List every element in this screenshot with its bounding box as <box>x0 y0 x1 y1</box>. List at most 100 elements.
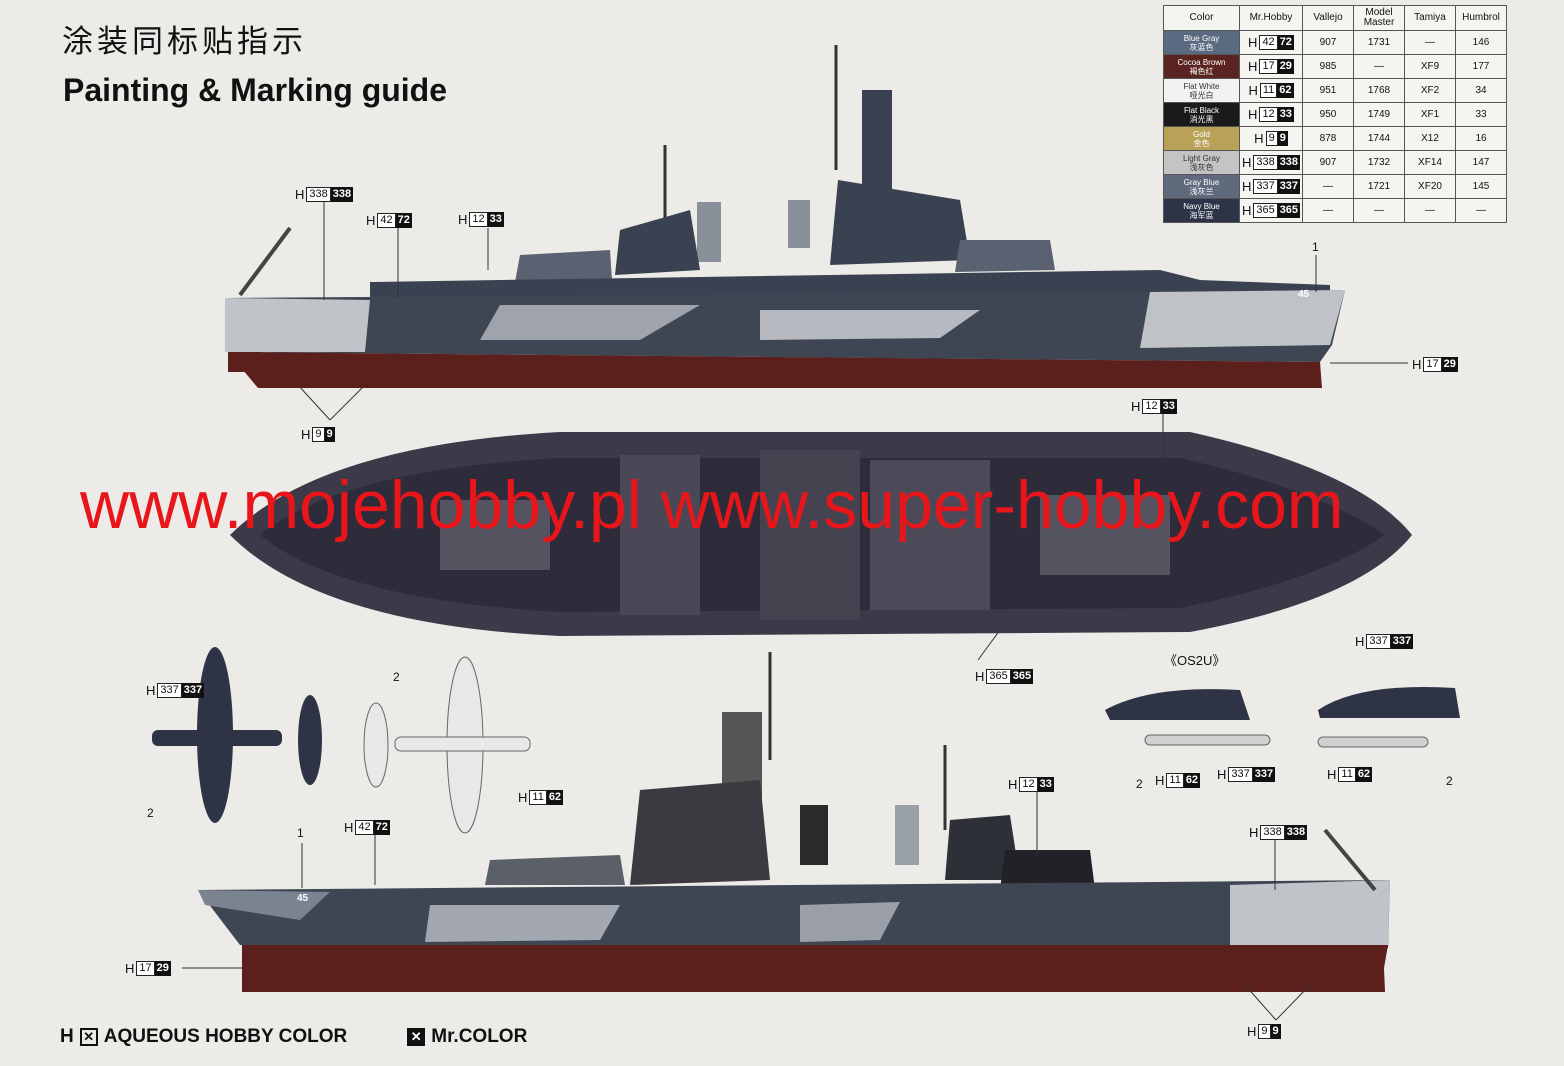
color-name-cn: 浅灰色 <box>1189 162 1214 172</box>
h-prefix: H <box>1248 35 1258 50</box>
h-prefix: H <box>1249 824 1259 840</box>
color-name: Gold <box>1193 129 1210 139</box>
aqueous-code: 12 <box>1259 107 1278 122</box>
h-prefix: H <box>1247 1023 1257 1039</box>
mr-color-code: 72 <box>395 212 412 228</box>
color-name-cn: 消光黑 <box>1189 114 1214 124</box>
h-prefix: H <box>458 211 468 227</box>
aqueous-code: 337 <box>1253 179 1278 194</box>
aqueous-code: 17 <box>1423 356 1442 372</box>
color-name-cn: 浅灰兰 <box>1189 186 1214 196</box>
header-vallejo: Vallejo <box>1302 5 1354 31</box>
mr-color-code: 337 <box>181 682 205 698</box>
header-mr-hobby: Mr.Hobby <box>1239 5 1303 31</box>
header-model-master: Model Master <box>1353 5 1405 31</box>
aircraft-top-view-light <box>363 656 531 834</box>
aqueous-code: 9 <box>1265 131 1278 146</box>
table-header-row: Color Mr.Hobby Vallejo Model Master Tami… <box>1163 5 1507 31</box>
aqueous-code: 11 <box>1338 766 1356 782</box>
color-name-cn: 金色 <box>1193 138 1210 148</box>
h-prefix: H <box>301 426 311 442</box>
decal-number: 2 <box>393 670 400 684</box>
color-name-cn: 哑光白 <box>1189 90 1214 100</box>
aqueous-code: 17 <box>1259 59 1278 74</box>
humbrol-value: 34 <box>1455 78 1507 103</box>
watermark: www.mojehobby.pl www.super-hobby.com <box>80 467 1344 543</box>
aircraft-seaplane-left <box>1105 689 1271 746</box>
humbrol-value: — <box>1455 198 1507 223</box>
h-prefix: H <box>1355 633 1365 649</box>
aqueous-code: 338 <box>1253 155 1278 170</box>
vallejo-value: 907 <box>1302 30 1354 55</box>
aqueous-code: 11 <box>1259 83 1278 98</box>
humbrol-value: 146 <box>1455 30 1507 55</box>
mr-color-code: 338 <box>1277 155 1301 170</box>
aqueous-code: 338 <box>306 186 331 202</box>
mr-color-code: 62 <box>1355 766 1373 782</box>
aqueous-code: 365 <box>1253 203 1278 218</box>
color-name: Navy Blue <box>1183 201 1220 211</box>
aircraft-label: 《OS2U》 <box>1164 653 1226 668</box>
legend: H✕ AQUEOUS HOBBY COLOR ✕ Mr.COLOR <box>60 1026 527 1048</box>
h-prefix: H <box>1217 766 1227 782</box>
aqueous-code: 42 <box>355 819 374 835</box>
legend-aqueous: AQUEOUS HOBBY COLOR <box>103 1026 348 1047</box>
mr-color-code: 33 <box>1277 107 1294 122</box>
aqueous-code: 337 <box>1228 766 1253 782</box>
mr-color-code: 62 <box>1277 83 1294 98</box>
model-master-value: 1732 <box>1353 150 1405 175</box>
h-prefix: H <box>1008 776 1018 792</box>
decal-number: 1 <box>297 826 304 840</box>
h-prefix: H <box>1327 766 1337 782</box>
model-master-value: 1721 <box>1353 174 1405 199</box>
color-name-cn: 褐色红 <box>1189 66 1214 76</box>
aqueous-code: 365 <box>986 668 1011 684</box>
tamiya-value: XF2 <box>1404 78 1456 103</box>
mr-color-code: 365 <box>1277 203 1301 218</box>
h-prefix: H <box>146 682 156 698</box>
h-prefix: H <box>125 960 135 976</box>
ship-side-view-bottom <box>198 652 1390 992</box>
mr-color-code: 365 <box>1010 668 1034 684</box>
color-name: Light Gray <box>1183 153 1220 163</box>
tamiya-value: XF14 <box>1404 150 1456 175</box>
aqueous-code: 42 <box>377 212 396 228</box>
aqueous-code: 17 <box>136 960 155 976</box>
aircraft-top-view-dark <box>152 647 322 823</box>
aqueous-code: 11 <box>1166 772 1184 788</box>
legend-mr-color: Mr.COLOR <box>431 1026 528 1047</box>
decal-number: 2 <box>1136 777 1143 791</box>
mr-color-code: 338 <box>330 186 354 202</box>
aqueous-code: 337 <box>157 682 182 698</box>
hull-number: 45 <box>297 893 309 904</box>
mr-color-code: 33 <box>1037 776 1054 792</box>
aqueous-code: 12 <box>469 211 488 227</box>
mr-color-code: 62 <box>1183 772 1201 788</box>
leader-lines <box>182 201 1408 1021</box>
aqueous-code: 11 <box>529 789 547 805</box>
color-name: Cocoa Brown <box>1177 57 1226 67</box>
tamiya-value: XF20 <box>1404 174 1456 199</box>
color-name-cn: 灰蓝色 <box>1189 42 1214 52</box>
aqueous-code: 9 <box>312 426 325 442</box>
